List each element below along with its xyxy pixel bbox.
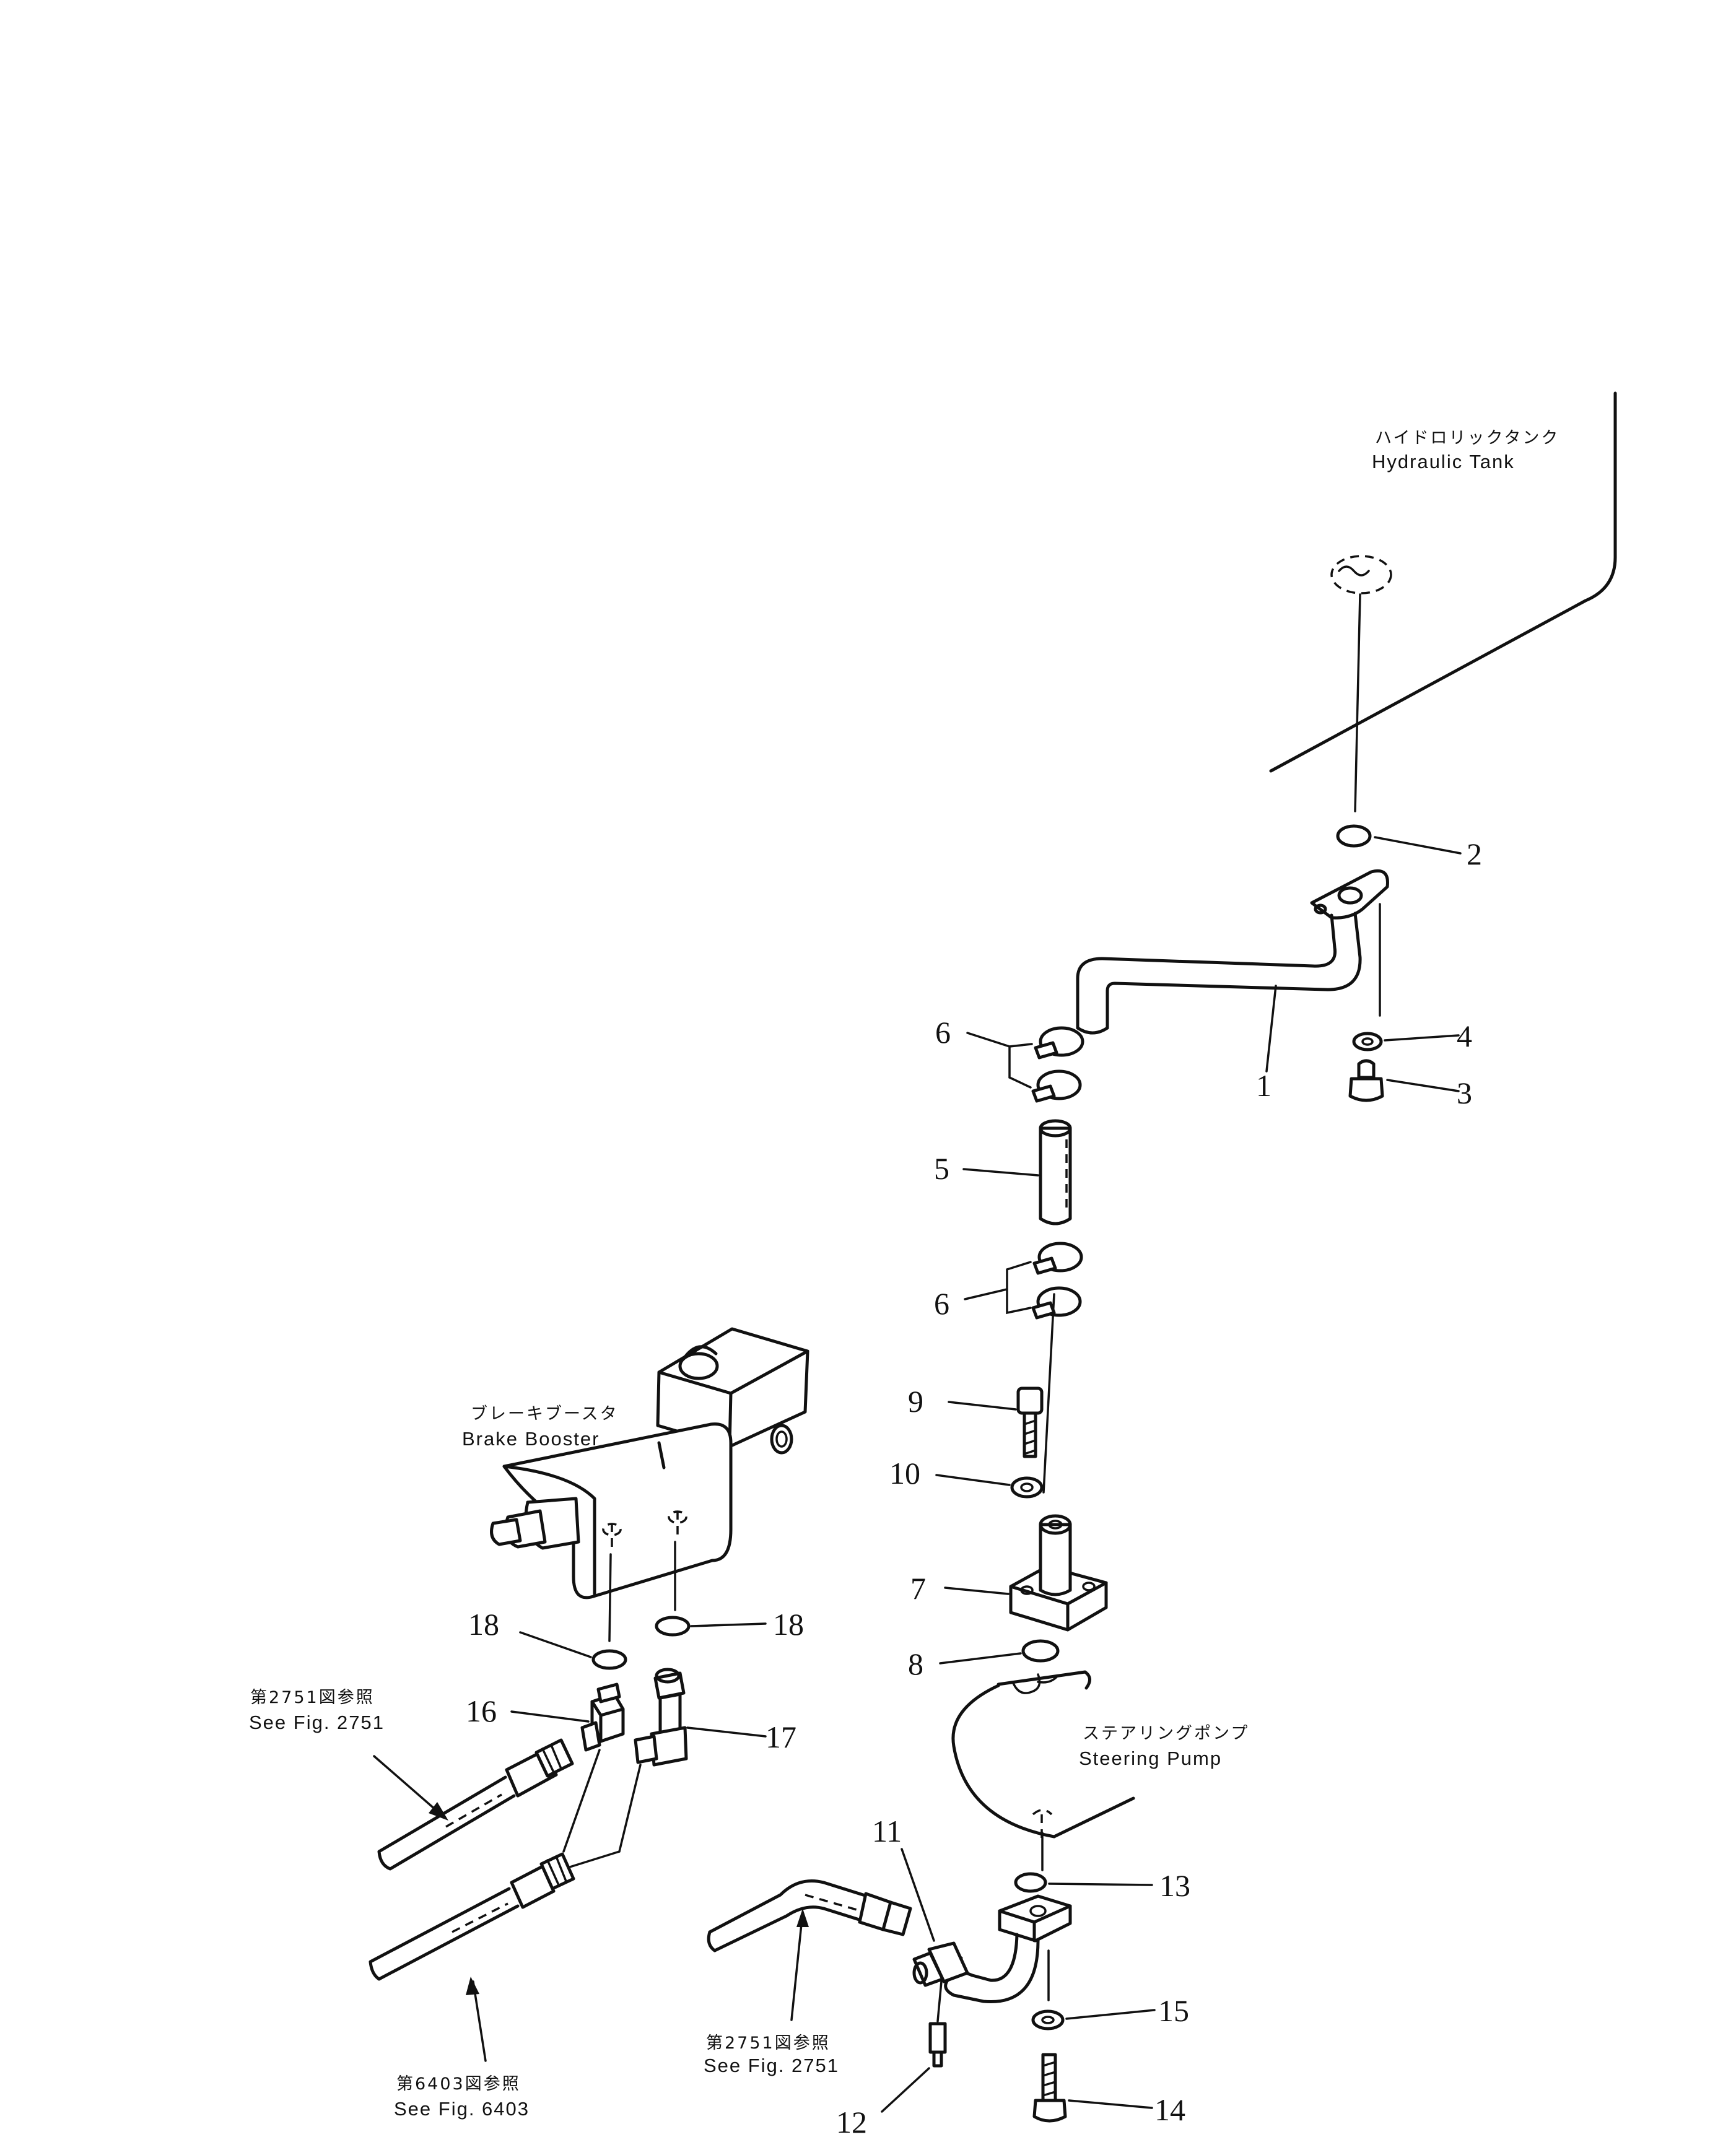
o-ring-part-18-left <box>591 1649 627 1670</box>
leader-line <box>948 1401 1017 1411</box>
callout-15: 15 <box>1158 1993 1189 2028</box>
center-line <box>562 1749 601 1853</box>
center-line <box>1354 593 1361 812</box>
brake-booster-label-en: Brake Booster <box>462 1428 600 1450</box>
brake-booster <box>490 1327 809 1599</box>
callout-14: 14 <box>1154 2092 1185 2127</box>
hose-part-5 <box>1039 1119 1072 1225</box>
hose-clamp-part-6-upper <box>1031 1026 1084 1103</box>
bolt-part-3 <box>1348 1059 1384 1102</box>
brake-booster-label-jp: ブレーキブースタ <box>471 1404 619 1424</box>
washer-part-4 <box>1352 1032 1383 1051</box>
arrow-line <box>472 1980 487 2062</box>
callout-4: 4 <box>1457 1019 1472 1053</box>
leader-line <box>901 1848 935 1942</box>
o-ring-part-2 <box>1336 824 1372 848</box>
leader-line <box>966 1032 1033 1089</box>
leader-line <box>1068 2099 1153 2109</box>
o-ring-part-8 <box>1021 1639 1060 1663</box>
leader-line <box>1386 1079 1460 1092</box>
o-ring-part-13 <box>1014 1872 1047 1893</box>
callout-2: 2 <box>1467 837 1482 871</box>
flange-part-7 <box>1009 1514 1108 1632</box>
callout-12: 12 <box>836 2105 867 2137</box>
center-line <box>618 1764 642 1853</box>
leader-line <box>690 1622 767 1627</box>
nipple-part-12 <box>928 2022 947 2068</box>
center-line <box>608 1553 612 1642</box>
arrow-head <box>429 1802 448 1821</box>
hydraulic-tank-label-jp: ハイドロリックタンク <box>1375 429 1559 448</box>
leader-line <box>1048 1882 1153 1886</box>
callout-7: 7 <box>910 1571 926 1606</box>
see-fig-2751-b-en: See Fig. 2751 <box>704 2055 839 2076</box>
hydraulic-tank-label-en: Hydraulic Tank <box>1372 451 1515 472</box>
callout-11: 11 <box>872 1814 902 1848</box>
callout-9: 9 <box>908 1384 923 1419</box>
callout-18-left: 18 <box>468 1607 499 1642</box>
leader-line <box>1374 836 1462 855</box>
arrow-line <box>790 1911 804 2021</box>
center-line <box>936 1980 943 2022</box>
arrow-head <box>466 1977 479 1995</box>
see-fig-6403-en: See Fig. 6403 <box>394 2098 530 2120</box>
steering-pump <box>951 1670 1135 1839</box>
leader-line <box>964 1261 1032 1315</box>
steering-pump-label-jp: ステアリングポンプ <box>1083 1724 1249 1743</box>
leader-line <box>510 1710 590 1723</box>
washer-part-15 <box>1031 2009 1065 2030</box>
hose-clamp-part-6-lower <box>1031 1242 1083 1320</box>
leader-line <box>944 1586 1010 1595</box>
see-fig-2751-a-en: See Fig. 2751 <box>249 1712 385 1733</box>
leader-line <box>1265 985 1277 1073</box>
callout-16: 16 <box>466 1694 497 1728</box>
callout-1: 1 <box>1256 1068 1271 1103</box>
tee-fitting-part-17 <box>634 1668 688 1767</box>
callout-8: 8 <box>908 1647 923 1681</box>
leader-line <box>1384 1034 1460 1042</box>
arrow-head <box>796 1909 809 1927</box>
callout-6-lower: 6 <box>934 1286 949 1321</box>
brake-line-hose-lower <box>369 1852 575 1981</box>
center-line <box>1042 1293 1055 1494</box>
hydraulic-tank <box>1269 391 1617 773</box>
leader-line <box>962 1168 1039 1177</box>
leader-line <box>939 1652 1022 1665</box>
callout-5: 5 <box>934 1151 949 1186</box>
leader-line <box>519 1631 592 1658</box>
arrow-line <box>373 1755 442 1816</box>
leader-line <box>1065 2009 1156 2020</box>
leader-line <box>881 2067 930 2113</box>
see-fig-2751-b-jp: 第2751図参照 <box>706 2034 831 2053</box>
o-ring-part-18-right <box>655 1616 691 1637</box>
steering-pump-label-en: Steering Pump <box>1079 1747 1222 1769</box>
elbow-part-11 <box>912 1894 1072 2004</box>
callout-13: 13 <box>1159 1868 1190 1903</box>
leader-line <box>686 1726 767 1738</box>
bolt-part-14 <box>1032 2053 1067 2123</box>
bolt-part-9 <box>1016 1386 1044 1458</box>
fitting-part-16 <box>580 1682 625 1752</box>
washer-part-10 <box>1010 1476 1044 1499</box>
brake-line-hose-upper <box>377 1738 574 1871</box>
see-fig-6403-jp: 第6403図参照 <box>396 2074 521 2094</box>
callout-3: 3 <box>1457 1076 1472 1110</box>
pipe-part-1 <box>1076 869 1389 1035</box>
leader-line <box>935 1474 1011 1486</box>
steering-line-pipe <box>707 1879 912 1952</box>
callout-18-right: 18 <box>773 1607 804 1642</box>
see-fig-2751-a-jp: 第2751図参照 <box>250 1688 375 1707</box>
callout-10: 10 <box>889 1456 920 1491</box>
callout-17: 17 <box>765 1720 796 1754</box>
callout-6-upper: 6 <box>935 1015 951 1050</box>
